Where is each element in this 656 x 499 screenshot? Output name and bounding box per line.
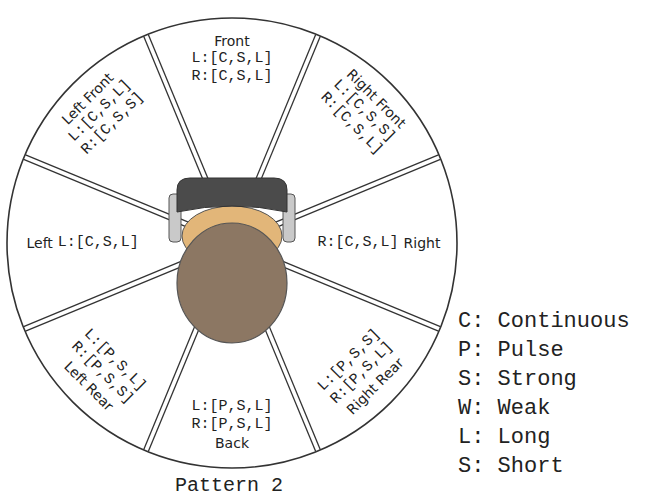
legend-entry: C: Continuous: [458, 309, 630, 335]
sector-name: Right: [404, 234, 441, 252]
vibration-code: L:[C,S,L]: [58, 234, 139, 252]
legend-entry: W: Weak: [458, 396, 550, 422]
direction-sector: R:[C,S,L] Right: [316, 231, 445, 255]
direction-sector: Left L:[C,S,L]: [25, 231, 144, 255]
pattern-caption: Pattern 2: [175, 474, 283, 498]
sector-dividers: [24, 35, 441, 452]
sector-name: Left: [27, 234, 53, 252]
direction-sector: L:[P,S,L]R:[P,S,L]Back: [188, 396, 276, 456]
legend-entry: L: Long: [458, 425, 550, 451]
vibration-code: R:[C,S,L]: [191, 68, 272, 86]
legend-entry: S: Strong: [458, 367, 577, 393]
vibration-code: R:[C,S,L]: [318, 234, 399, 252]
sector-name: Back: [215, 434, 249, 452]
legend-entry: P: Pulse: [458, 338, 564, 364]
sector-name: Front: [214, 32, 249, 50]
wheel-outline: [7, 18, 457, 468]
vibration-code: R:[P,S,L]: [191, 416, 272, 434]
vibration-code: L:[C,S,L]: [191, 50, 272, 68]
direction-sector: FrontL:[C,S,L]R:[C,S,L]: [188, 30, 276, 90]
legend-entry: S: Short: [458, 454, 564, 480]
vibration-code: L:[P,S,L]: [191, 398, 272, 416]
head-illustration: [169, 178, 295, 343]
